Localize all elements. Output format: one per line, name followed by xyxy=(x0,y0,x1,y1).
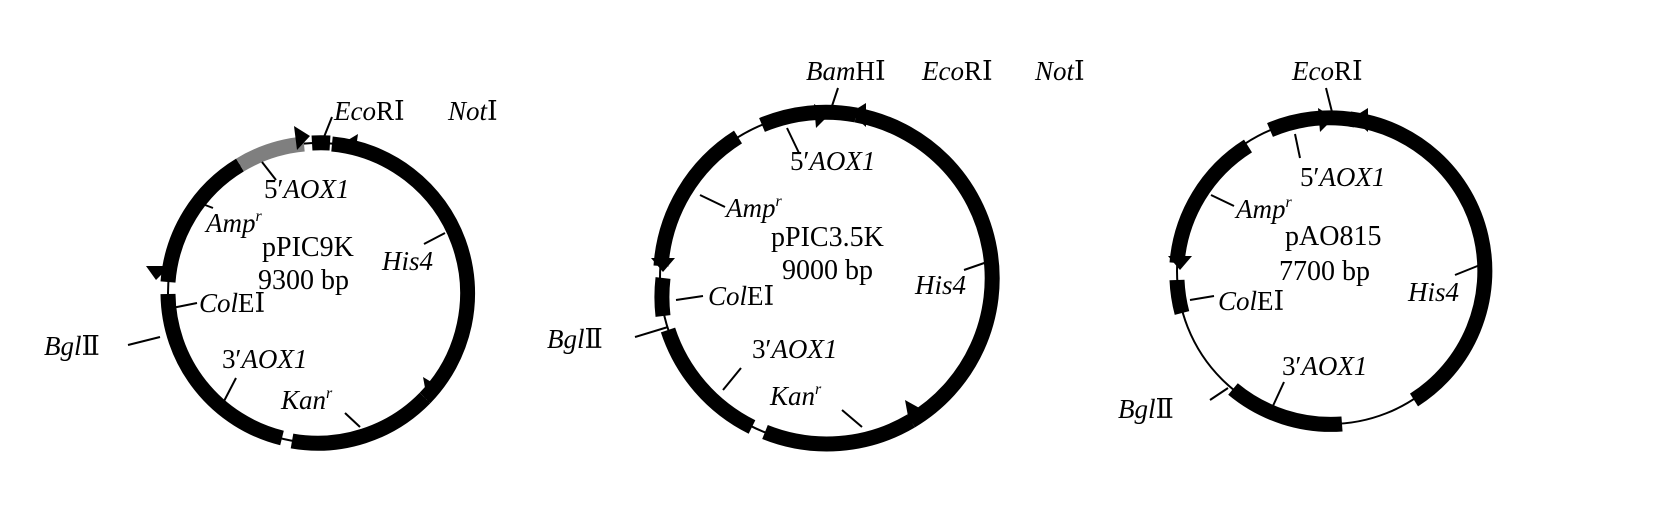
leader-3aox1 xyxy=(722,367,742,391)
leader-his4 xyxy=(423,232,446,245)
label-ecori: EcoRⅠ xyxy=(921,56,993,86)
label-3aox1: 3′AOX1 xyxy=(1282,351,1367,381)
label-noti: NotⅠ xyxy=(1034,56,1085,86)
arrowhead xyxy=(1318,108,1334,132)
segment-cole1 xyxy=(654,277,671,317)
segment-kanr xyxy=(290,392,431,451)
segment-3aox1 xyxy=(160,293,284,446)
plasmid-name: pPIC9K xyxy=(262,232,354,263)
plasmid-name: pAO815 xyxy=(1285,221,1381,252)
leader-ecori xyxy=(1325,87,1334,117)
segment-ampr xyxy=(1169,139,1253,264)
plasmid-map-pao815: EcoRⅠ 5′AOX1 Ampr His4 ColEⅠ BglⅡ 3′AOX1… xyxy=(1118,56,1493,432)
label-his4: His4 xyxy=(1407,277,1459,307)
plasmid-map-ppic35k: BamHⅠ EcoRⅠ NotⅠ 5′AOX1 Ampr His4 ColEⅠ … xyxy=(547,56,1085,452)
leader-bglii xyxy=(634,326,669,338)
leader-ampr xyxy=(699,194,726,208)
plasmid-size: 9000 bp xyxy=(782,255,873,286)
label-ecori: EcoRⅠ xyxy=(1291,56,1363,86)
label-5aox1: 5′AOX1 xyxy=(1300,162,1385,192)
segment-5aox1 xyxy=(1267,110,1357,137)
leader-his4 xyxy=(963,260,991,271)
arrowhead xyxy=(294,126,310,150)
leader-5aox1 xyxy=(261,161,277,181)
arrowhead xyxy=(1352,108,1368,132)
leader-cole1 xyxy=(171,302,198,309)
arrowhead xyxy=(423,377,438,404)
segment-his4-aox xyxy=(331,136,476,404)
leader-3aox1 xyxy=(221,377,237,406)
plasmid-name: pPIC3.5K xyxy=(771,222,884,253)
leader-bglii xyxy=(1209,387,1229,401)
leader-3aox1 xyxy=(1271,381,1285,409)
arrowhead xyxy=(850,103,866,127)
leader-ampr xyxy=(191,199,214,209)
label-bglii: BglⅡ xyxy=(547,324,603,354)
leader-ampr xyxy=(1210,194,1235,207)
label-ampr: Ampr xyxy=(724,193,783,223)
label-5aox1: 5′AOX1 xyxy=(790,146,875,176)
plasmid-map-ppic9k: EcoRⅠ NotⅠ 5′AOX1 Ampr His4 ColEⅠ BglⅡ 3… xyxy=(44,96,498,451)
leader-bamhi xyxy=(829,87,839,113)
leader-cole1 xyxy=(675,295,704,301)
segment-his4 xyxy=(854,107,1000,428)
label-ecori: EcoRⅠ xyxy=(333,96,405,126)
segment-ampr xyxy=(160,158,244,283)
arrowhead xyxy=(905,400,923,427)
label-bamhi: BamHⅠ xyxy=(806,56,886,86)
segment-5aox1 xyxy=(759,104,858,132)
leader-5aox1 xyxy=(1294,133,1301,159)
arrowhead xyxy=(651,258,675,272)
leader-cole1 xyxy=(1189,295,1215,301)
leader-bglii xyxy=(127,336,161,346)
label-5aox1: 5′AOX1 xyxy=(264,174,349,204)
leader-his4 xyxy=(1454,264,1481,276)
label-noti: NotⅠ xyxy=(447,96,498,126)
label-his4: His4 xyxy=(381,246,433,276)
leader-ecori xyxy=(321,116,333,143)
label-ampr: Ampr xyxy=(1234,194,1293,224)
segment-ampr xyxy=(653,130,743,267)
arrowhead xyxy=(1168,256,1192,270)
label-ampr: Ampr xyxy=(204,208,263,238)
label-bglii: BglⅡ xyxy=(1118,394,1174,424)
segment-3aox1 xyxy=(660,327,756,434)
arrowhead xyxy=(814,104,830,128)
label-cole1: ColEⅠ xyxy=(199,288,265,318)
label-cole1: ColEⅠ xyxy=(1218,286,1284,316)
segment-3aox1 xyxy=(1228,383,1343,432)
leader-5aox1 xyxy=(786,127,800,154)
label-3aox1: 3′AOX1 xyxy=(222,344,307,374)
arrowhead xyxy=(343,134,358,155)
leader-kanr xyxy=(841,409,863,428)
plasmid-size: 7700 bp xyxy=(1279,256,1370,287)
arrowhead xyxy=(146,266,170,280)
segment-his4 xyxy=(1349,111,1493,407)
leader-kanr xyxy=(344,412,361,428)
label-bglii: BglⅡ xyxy=(44,331,100,361)
plasmid-size: 9300 bp xyxy=(258,265,349,296)
segment-cole1 xyxy=(1169,279,1190,315)
label-kanr: Kanr xyxy=(280,385,333,415)
segment-kanr xyxy=(762,414,915,452)
label-3aox1: 3′AOX1 xyxy=(752,334,837,364)
label-kanr: Kanr xyxy=(769,381,822,411)
label-his4: His4 xyxy=(914,270,966,300)
segment-alpha-factor xyxy=(236,136,305,172)
label-cole1: ColEⅠ xyxy=(708,281,774,311)
